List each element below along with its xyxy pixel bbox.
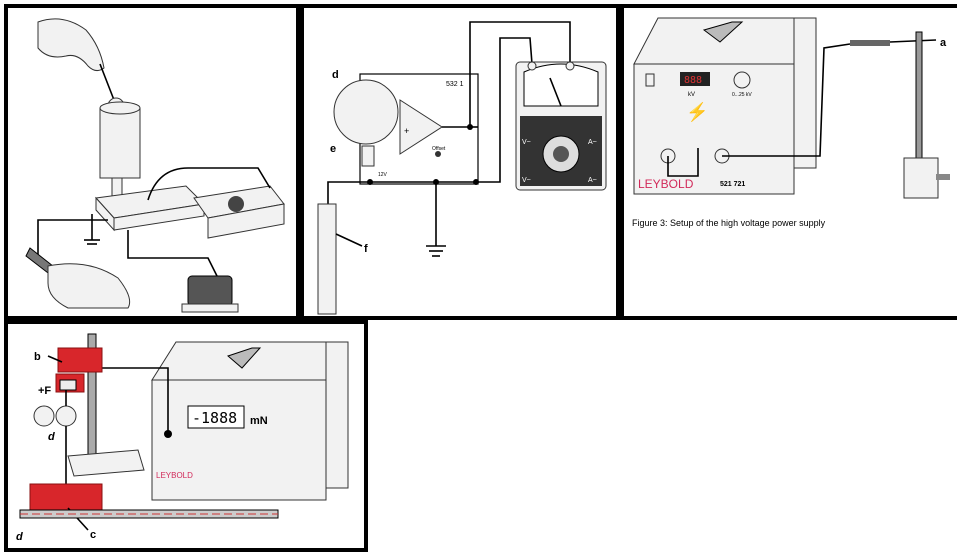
charge-measurement-illustration [8, 8, 298, 318]
hand-top [38, 19, 104, 71]
meter-left-label-2: V~ [522, 177, 531, 184]
panel-force-sensor: -1888 mN LEYBOLD +F b d c d [4, 320, 368, 552]
label-d: d [332, 69, 339, 81]
probe-rod-f [318, 204, 336, 314]
meter-terminal-right [566, 62, 574, 70]
multimeter-scale [524, 64, 598, 106]
label-d-bottom: d [16, 531, 23, 543]
supply-side [794, 18, 816, 168]
force-meter-brand: LEYBOLD [156, 471, 193, 480]
voltage-knob[interactable] [734, 72, 750, 88]
node-right [473, 179, 479, 185]
capacitor-plate-d [334, 80, 398, 144]
meter-left-label: V~ [522, 139, 531, 146]
sensor-tip [60, 380, 76, 390]
force-unit: mN [250, 415, 268, 427]
label-force: +F [38, 385, 51, 397]
supply-front [634, 64, 794, 194]
offset-knob [435, 151, 441, 157]
force-meter-front [152, 380, 326, 500]
foot-switch-base [182, 304, 238, 312]
kv-unit: kV [688, 92, 695, 98]
sensor-stand-foot [68, 450, 144, 476]
supply-top [634, 18, 794, 64]
figure-caption: Figure 3: Setup of the high voltage powe… [632, 218, 825, 228]
node-input [367, 179, 373, 185]
panel-high-voltage-supply: 888 kV 0...25 kV ⚡ LEYBOLD 521 721 a Fig… [620, 4, 957, 320]
force-sensor-b [58, 348, 102, 372]
circuit-schematic-illustration: 532 1 + d e Offset 12V f V~ [304, 8, 620, 318]
label-c: c [90, 529, 96, 541]
hv-probe [850, 40, 890, 46]
panel-charge-measurement [4, 4, 300, 320]
label-f-pointer [336, 234, 362, 246]
wire-probe-f [328, 182, 370, 204]
node-ground [433, 179, 439, 185]
label-f: f [364, 243, 368, 255]
meter-right-label: A~ [588, 139, 597, 146]
high-voltage-illustration: 888 kV 0...25 kV ⚡ LEYBOLD 521 721 a [624, 8, 957, 218]
label-d: d [48, 431, 55, 443]
dial-center [553, 146, 569, 162]
label-a: a [940, 37, 947, 49]
high-voltage-icon: ⚡ [686, 101, 708, 123]
ball-right [56, 406, 76, 426]
model-number: 521 721 [720, 181, 745, 188]
op-amp-plus: + [404, 126, 409, 136]
offset-label: Offset [432, 146, 446, 152]
meter-terminal-left [528, 62, 536, 70]
input-socket-e [362, 146, 374, 166]
stand-base [904, 158, 938, 198]
volt-label: 12V [378, 172, 388, 178]
force-meter-side [326, 342, 348, 488]
kv-display-value: 888 [684, 75, 702, 86]
faraday-cup [100, 108, 140, 178]
force-sensor-illustration: -1888 mN LEYBOLD +F b d c d [8, 324, 364, 548]
faraday-cup-top [100, 102, 140, 114]
device-code: 532 1 [446, 81, 464, 88]
label-b: b [34, 351, 41, 363]
brand-logo: LEYBOLD [638, 177, 694, 191]
ball-left [34, 406, 54, 426]
voltage-range: 0...25 kV [732, 92, 752, 98]
multimeter-dial [228, 196, 244, 212]
node-output [467, 124, 473, 130]
panel-circuit-schematic: 532 1 + d e Offset 12V f V~ [300, 4, 620, 320]
meter-right-label-2: A~ [588, 177, 597, 184]
power-switch[interactable] [646, 74, 654, 86]
label-e: e [330, 143, 336, 155]
label-a-pointer [890, 40, 936, 42]
hand-bottom [48, 264, 130, 308]
wire-foot-switch [128, 230, 218, 278]
foot-switch [188, 276, 232, 306]
ball-rod [100, 64, 114, 100]
stand-clamp [936, 174, 950, 180]
force-display-value: -1888 [192, 409, 237, 427]
